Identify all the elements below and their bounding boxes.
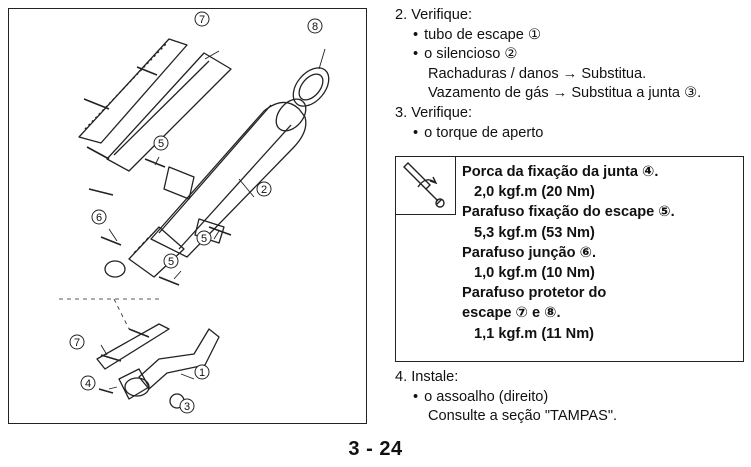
torque-label: escape ⑦ e ⑧. (462, 305, 561, 322)
upper-protector-right (106, 52, 232, 172)
install-step: 4. Instale: o assoalho (direito) Consult… (395, 368, 745, 427)
torque-label: Parafuso protetor do (462, 285, 607, 302)
torque-label: Parafuso fixação do escape ⑤. (462, 204, 675, 221)
callout-6: 6 (91, 209, 107, 225)
step3-item-torque: o torque de aperto (395, 124, 745, 144)
step2-item-exhaust-pipe: tubo de escape ① (395, 26, 745, 46)
step4-item-floor-panel: o assoalho (direito) (395, 388, 745, 408)
torque-wrench-icon (396, 157, 456, 215)
torque-label: Porca da fixação da junta ④. (462, 164, 659, 180)
exhaust-exploded-diagram: 7 8 5 2 6 5 5 7 1 4 3 (8, 8, 367, 424)
svg-text:5: 5 (168, 256, 174, 268)
svg-text:8: 8 (312, 21, 318, 33)
torque-spec-box: Porca da fixação da junta ④. 2,0 kgf.m (2… (395, 156, 744, 362)
svg-text:1: 1 (199, 367, 205, 379)
step3-heading: 3. Verifique: (395, 104, 473, 121)
svg-text:6: 6 (96, 212, 102, 224)
callout-7-bottom: 7 (69, 334, 85, 350)
torque-value: 2,0 kgf.m (20 Nm) (474, 184, 595, 201)
step2-note-leak: Vazamento de gás → Substitua a junta ③. (428, 85, 702, 102)
callout-5-c: 5 (163, 253, 179, 269)
svg-text:5: 5 (158, 138, 164, 150)
torque-label: Parafuso junção ⑥. (462, 244, 597, 261)
step4-heading: 4. Instale: (395, 369, 459, 385)
callout-3: 3 (179, 398, 195, 414)
callout-1: 1 (194, 364, 210, 380)
exhaust-pipe (138, 328, 220, 390)
muffler-body (150, 101, 307, 258)
upper-protector-left (78, 38, 188, 144)
step4-note-see-section: Consulte a seção "TAMPAS". (428, 408, 618, 425)
step2-item-muffler: o silencioso ② (395, 45, 745, 65)
torque-spec-list: Porca da fixação da junta ④. 2,0 kgf.m (2… (462, 162, 675, 344)
page-number: 3 - 24 (348, 438, 403, 460)
torque-value: 1,1 kgf.m (11 Nm) (474, 325, 595, 342)
lower-protector (96, 323, 170, 370)
callout-5-a: 5 (153, 135, 169, 151)
callout-4: 4 (80, 375, 96, 391)
svg-text:7: 7 (74, 337, 80, 349)
svg-text:7: 7 (199, 14, 205, 26)
svg-text:3: 3 (184, 401, 190, 413)
callout-2: 2 (256, 181, 272, 197)
torque-value: 1,0 kgf.m (10 Nm) (474, 265, 595, 282)
step2-heading: 2. Verifique: (395, 7, 473, 23)
tail-cap (292, 67, 330, 107)
instruction-steps: 2. Verifique: tubo de escape ① o silenci… (395, 6, 745, 143)
callout-5-b: 5 (196, 230, 212, 246)
svg-text:2: 2 (261, 184, 267, 196)
diagram-drawing: 7 8 5 2 6 5 5 7 1 4 3 (59, 11, 330, 414)
callout-7-top: 7 (194, 11, 210, 27)
torque-value: 5,3 kgf.m (53 Nm) (474, 224, 595, 241)
svg-text:5: 5 (201, 233, 207, 245)
svg-text:4: 4 (85, 378, 91, 390)
step2-note-cracks: Rachaduras / danos → Substitua. (428, 65, 647, 82)
callout-8: 8 (307, 18, 323, 34)
joint-gasket (104, 260, 126, 278)
